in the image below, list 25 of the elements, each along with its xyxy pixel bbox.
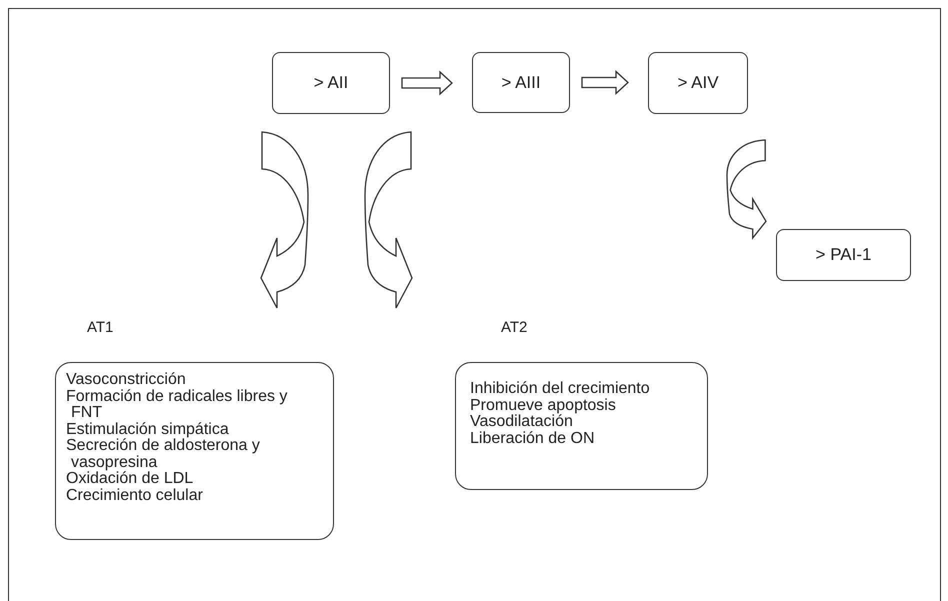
effect-item: Promueve apoptosis bbox=[470, 398, 617, 414]
effect-item: Oxidación de LDL bbox=[66, 471, 194, 488]
effect-item: Crecimiento celular bbox=[66, 488, 204, 504]
receptor-heading: AT1 bbox=[87, 319, 114, 336]
box-label: > AII bbox=[314, 73, 348, 93]
box-label: > AIII bbox=[501, 72, 541, 92]
effect-item: Inhibición del crecimiento bbox=[470, 381, 651, 398]
curved-arrow bbox=[260, 131, 309, 309]
box-label: > AIV bbox=[677, 73, 719, 93]
receptor-heading: AT2 bbox=[501, 319, 528, 336]
curved-arrow bbox=[726, 139, 767, 239]
process-box bbox=[272, 52, 390, 114]
box-label: > PAI-1 bbox=[816, 245, 872, 265]
effect-item: Formación de radicales libres y FNT bbox=[66, 388, 288, 422]
block-arrow bbox=[401, 70, 453, 96]
effect-item: Vasodilatación bbox=[470, 414, 573, 430]
effect-item: Vasoconstricción bbox=[66, 372, 187, 388]
effect-item: Estimulación simpática bbox=[66, 422, 229, 438]
block-arrow bbox=[581, 70, 629, 95]
process-box bbox=[648, 52, 748, 114]
process-box bbox=[776, 229, 911, 281]
effect-item: Liberación de ON bbox=[470, 430, 596, 447]
process-box bbox=[472, 52, 570, 113]
effect-item: Secreción de aldosterona y vasopresina bbox=[66, 438, 261, 470]
curved-arrow bbox=[364, 131, 413, 309]
